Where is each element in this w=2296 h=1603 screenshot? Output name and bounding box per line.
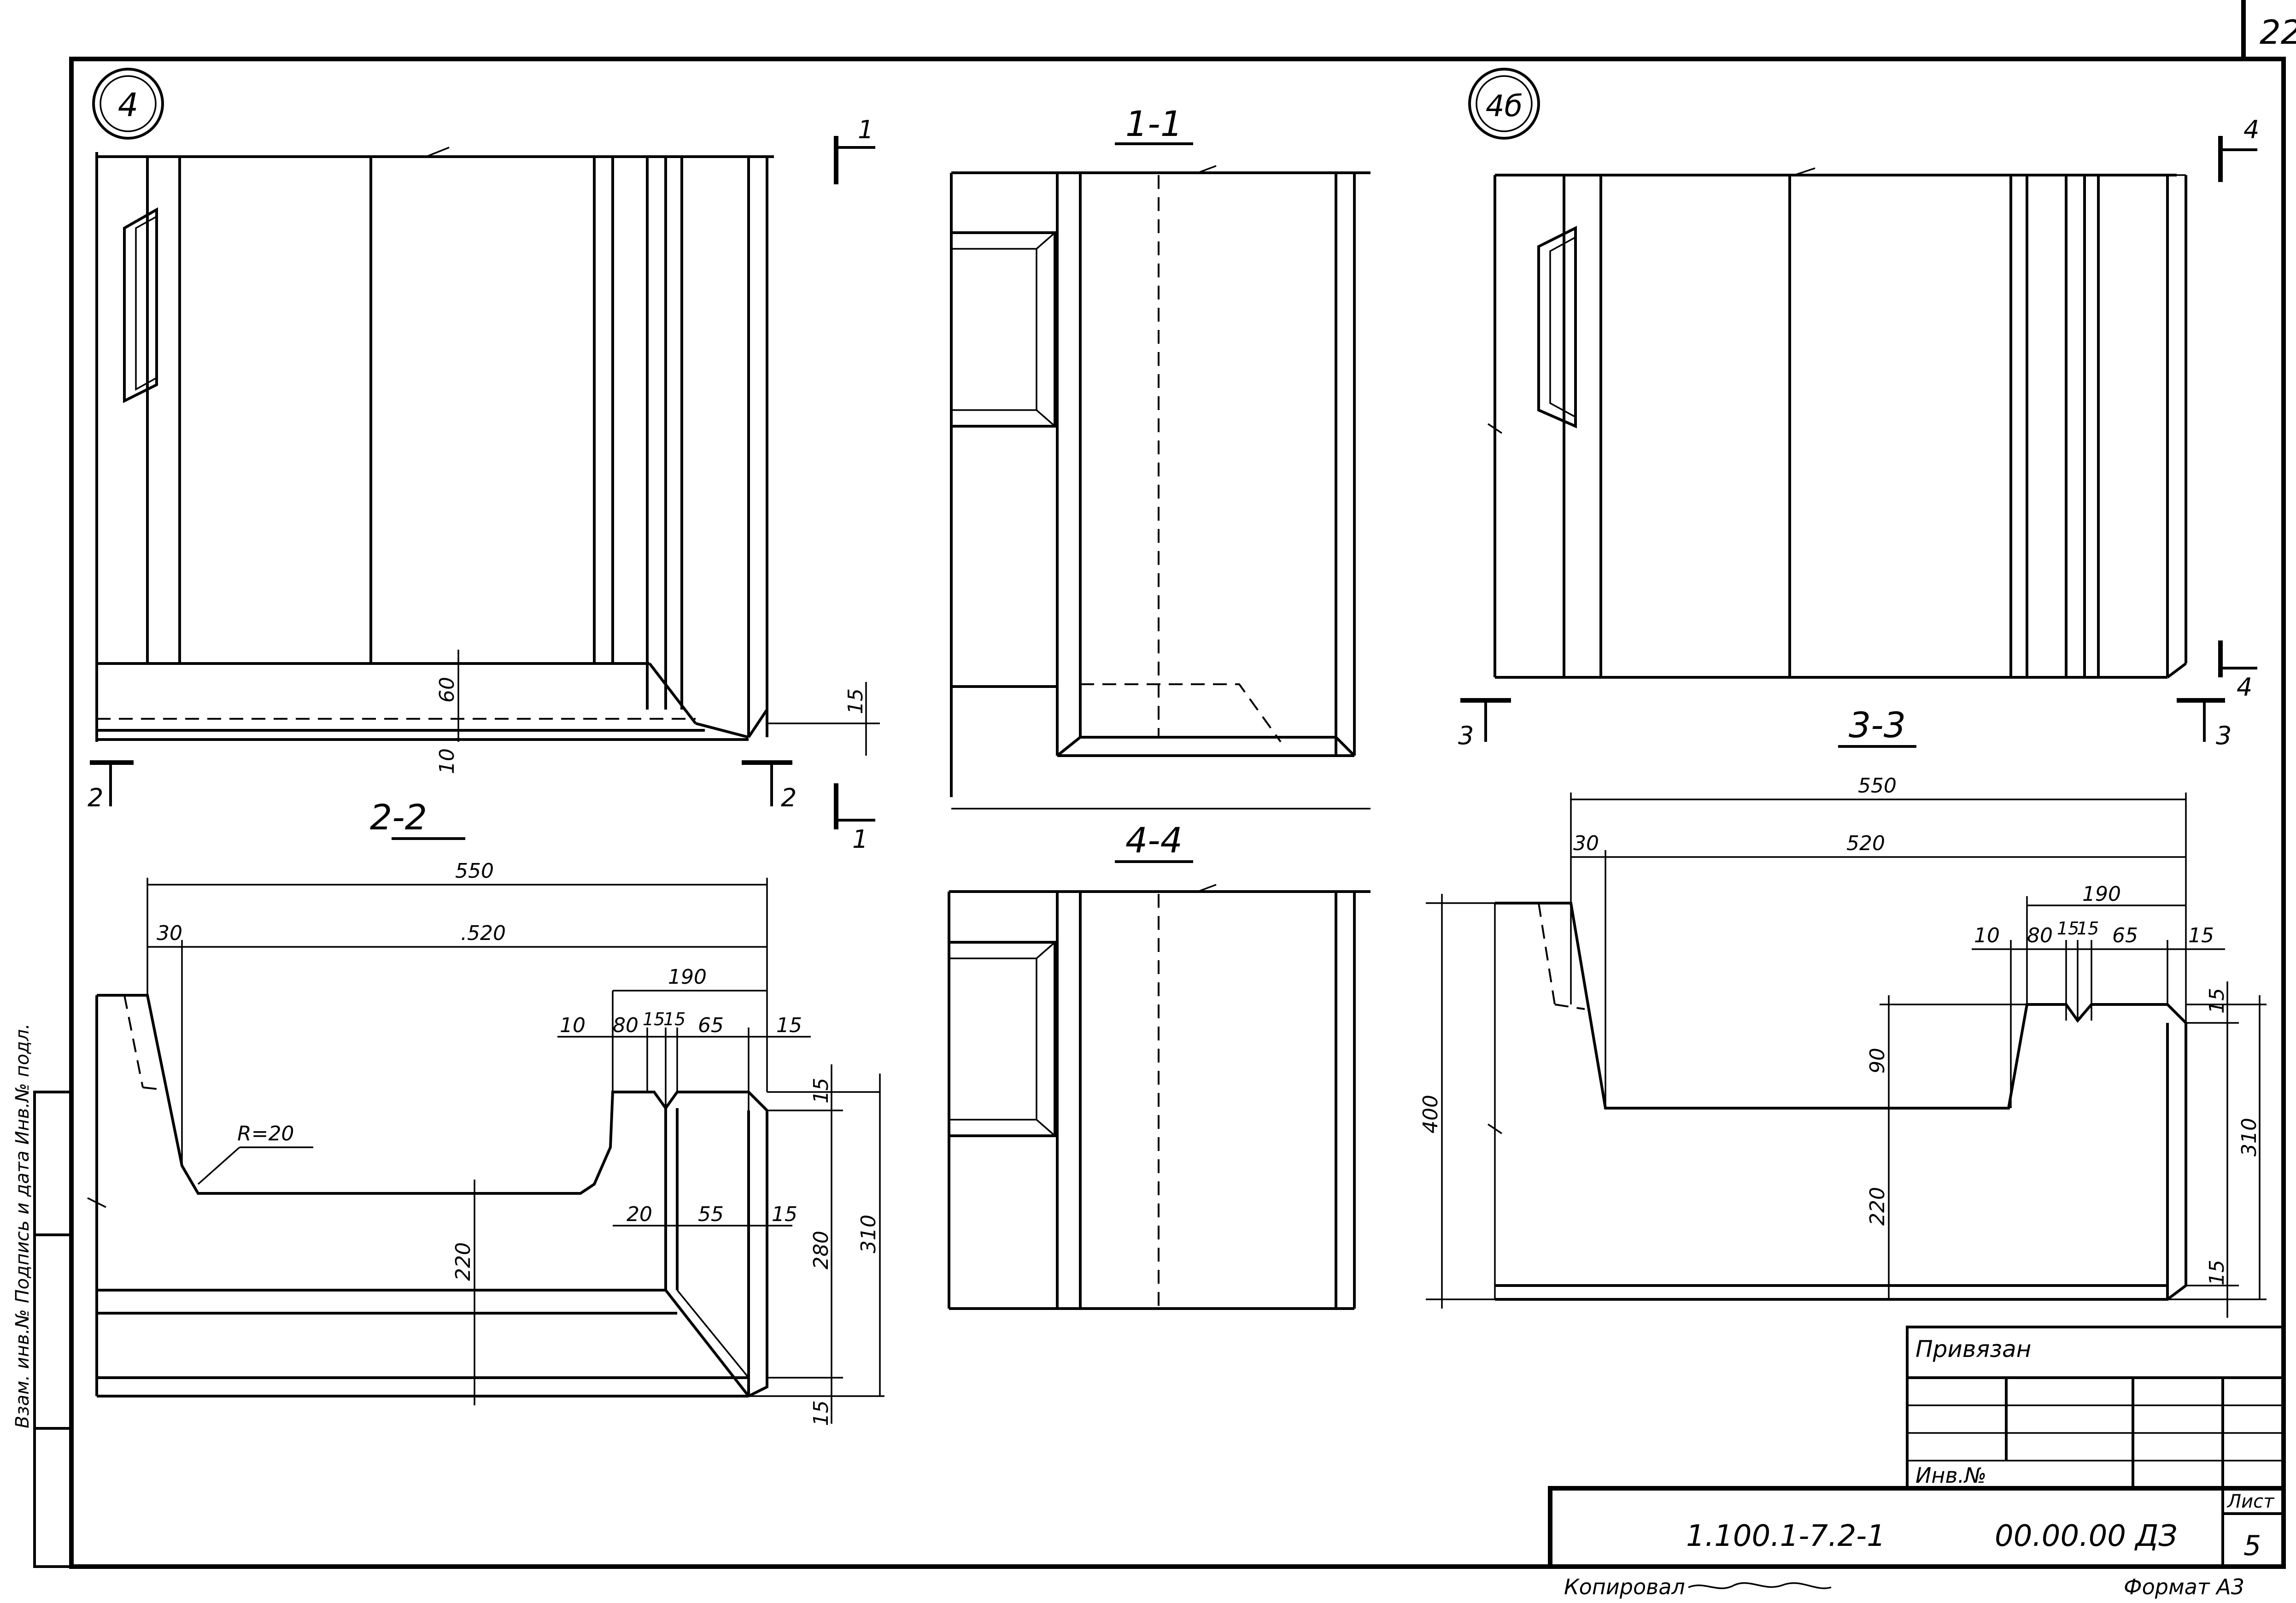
svg-text:550: 550 [1858,774,1897,798]
svg-text:15: 15 [2057,918,2079,939]
section-3-3-title: 3-3 [1849,705,1906,746]
svg-text:280: 280 [809,1231,833,1269]
bound-label: Привязан [1915,1336,2031,1362]
view-4b-cut-3-left: 3 [1458,698,1511,750]
sheet-frame: 22 [69,0,2296,1569]
svg-text:220: 220 [1866,1187,1889,1226]
view-4-cut-2-left: 2 [88,760,134,812]
svg-text:15: 15 [2077,918,2099,939]
svg-text:1: 1 [852,825,868,854]
svg-text:90: 90 [1866,1048,1889,1074]
view-4-dimensions: 60 10 15 [435,650,880,774]
svg-text:15: 15 [809,1078,833,1104]
svg-text:65: 65 [698,1014,724,1037]
svg-text:30: 30 [1573,832,1599,855]
svg-text:400: 400 [1419,1095,1442,1133]
svg-text:3: 3 [1458,721,1474,750]
svg-text:4: 4 [118,86,139,124]
section-3-3-dims: 550 30 520 190 10 80 15 15 65 15 90 220 [1419,774,2267,1318]
svg-text:80: 80 [613,1014,638,1037]
svg-text:10: 10 [1974,924,2000,947]
signature-scribble [1688,1582,1832,1589]
view-4-cut-1-bottom: 1 [834,783,875,854]
svg-text:15: 15 [809,1400,833,1426]
svg-text:4: 4 [2237,673,2252,702]
svg-text:2: 2 [88,783,103,812]
view-4b-cut-4-top: 4 [2218,115,2259,182]
svg-text:10: 10 [435,748,459,774]
svg-text:1: 1 [858,115,873,144]
format-label: Формат А3 [2124,1574,2244,1599]
section-2-2-title: 2-2 [370,797,427,838]
svg-text:310: 310 [2237,1118,2261,1157]
view-4b-marker: 4б [1468,68,1540,140]
svg-text:15: 15 [663,1009,685,1029]
title-block: Привязан Инв.№ 1.100.1-7.2-1 00.00.00 ДЗ… [1548,1326,2286,1599]
section-4-4: 4-4 [948,820,1371,1310]
view-4b-cut-3-right: 3 [2177,698,2232,750]
sheet-label: Лист [2226,1491,2275,1512]
doc-code: 00.00.00 ДЗ [1995,1519,2177,1553]
view-4-outline [95,147,774,742]
svg-text:15: 15 [2205,988,2229,1014]
section-3-3: 550 30 520 190 10 80 15 15 65 15 90 220 [1419,774,2267,1318]
svg-text:15: 15 [772,1203,797,1226]
sheet-number: 5 [2243,1530,2261,1562]
svg-text:15: 15 [643,1009,665,1029]
inv-label: Инв.№ [1915,1463,1986,1488]
view-4-marker: 4 [92,68,164,140]
svg-text:520: 520 [1846,832,1885,855]
svg-text:190: 190 [668,965,707,989]
view-4: 4 [88,68,880,854]
page-number: 22 [2260,13,2296,52]
svg-text:310: 310 [857,1215,880,1253]
svg-text:10: 10 [560,1014,586,1037]
svg-text:55: 55 [698,1203,724,1226]
view-4b-outline [1488,167,2187,679]
view-4-handle [123,207,158,403]
copied-label: Копировал [1564,1574,1685,1599]
svg-text:.520: .520 [461,922,506,945]
margin-stamp: Взам. инв.№ Подпись и дата Инв.№ подл. [12,1023,73,1568]
svg-text:4б: 4б [1486,89,1523,123]
section-1-1-handle [950,231,1056,428]
svg-text:220: 220 [451,1242,475,1281]
view-4-cut-2-right: 2 [742,760,797,812]
margin-stamp-text: Взам. инв.№ Подпись и дата Инв.№ подл. [12,1023,33,1428]
doc-number: 1.100.1-7.2-1 [1686,1519,1886,1553]
view-4b: 4б 4 [1458,68,2259,750]
section-2-2: 550 30 .520 190 10 80 15 15 65 15 R=20 2… [87,859,884,1426]
view-4b-cut-4-bottom: 4 [2218,640,2257,702]
svg-text:15: 15 [2205,1260,2229,1286]
section-1-1: 1-1 [950,103,1371,810]
svg-text:20: 20 [627,1203,652,1226]
svg-text:15: 15 [844,688,867,714]
svg-text:4: 4 [2243,115,2259,144]
svg-text:15: 15 [2188,924,2214,947]
svg-text:60: 60 [435,677,459,703]
svg-text:15: 15 [776,1014,802,1037]
section-2-2-dims: 550 30 .520 190 10 80 15 15 65 15 R=20 2… [146,859,884,1426]
svg-text:R=20: R=20 [237,1122,294,1145]
svg-text:30: 30 [157,922,182,945]
section-4-4-title: 4-4 [1125,820,1183,861]
view-4b-handle [1537,226,1577,429]
svg-text:80: 80 [2027,924,2053,947]
svg-text:3: 3 [2216,721,2232,750]
svg-text:190: 190 [2082,882,2121,906]
section-4-4-handle [948,941,1056,1137]
section-1-1-title: 1-1 [1125,103,1183,144]
svg-text:65: 65 [2112,924,2138,947]
svg-text:550: 550 [455,859,494,883]
view-4-cut-1-top: 1 [834,115,875,184]
svg-text:2: 2 [781,783,797,812]
